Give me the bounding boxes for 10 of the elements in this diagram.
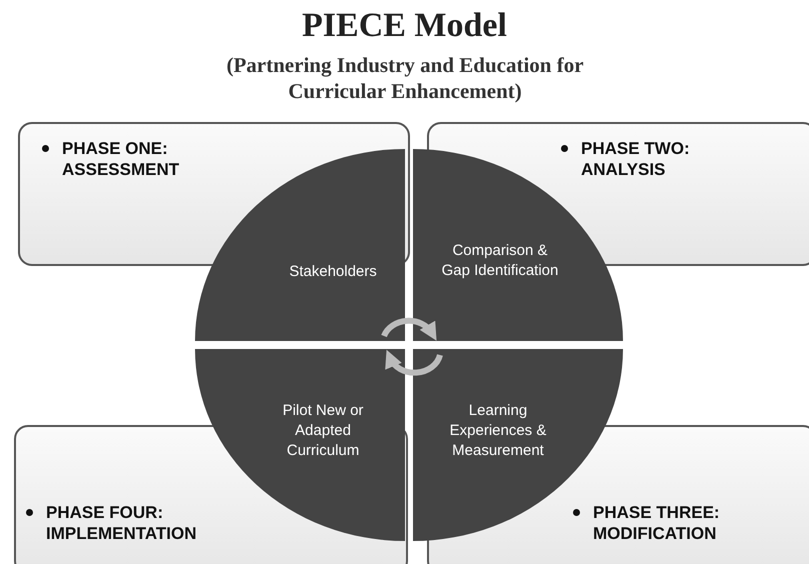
phase-heading: PHASE FOUR: IMPLEMENTATION (46, 502, 196, 544)
phase-heading: PHASE TWO: ANALYSIS (581, 138, 691, 180)
phase-heading: PHASE ONE: ASSESSMENT (62, 138, 180, 180)
segment-label: Stakeholders (288, 262, 378, 282)
subtitle: (Partnering Industry and Education for Curricular Enhancement) (225, 52, 585, 104)
segment-label: Learning Experiences & Measurement (448, 401, 548, 461)
title: PIECE Model (301, 6, 508, 46)
phase-heading: PHASE THREE: MODIFICATION (593, 502, 721, 544)
segment-label: Comparison & Gap Identification (440, 241, 560, 281)
segment-label: Pilot New or Adapted Curriculum (282, 401, 364, 461)
